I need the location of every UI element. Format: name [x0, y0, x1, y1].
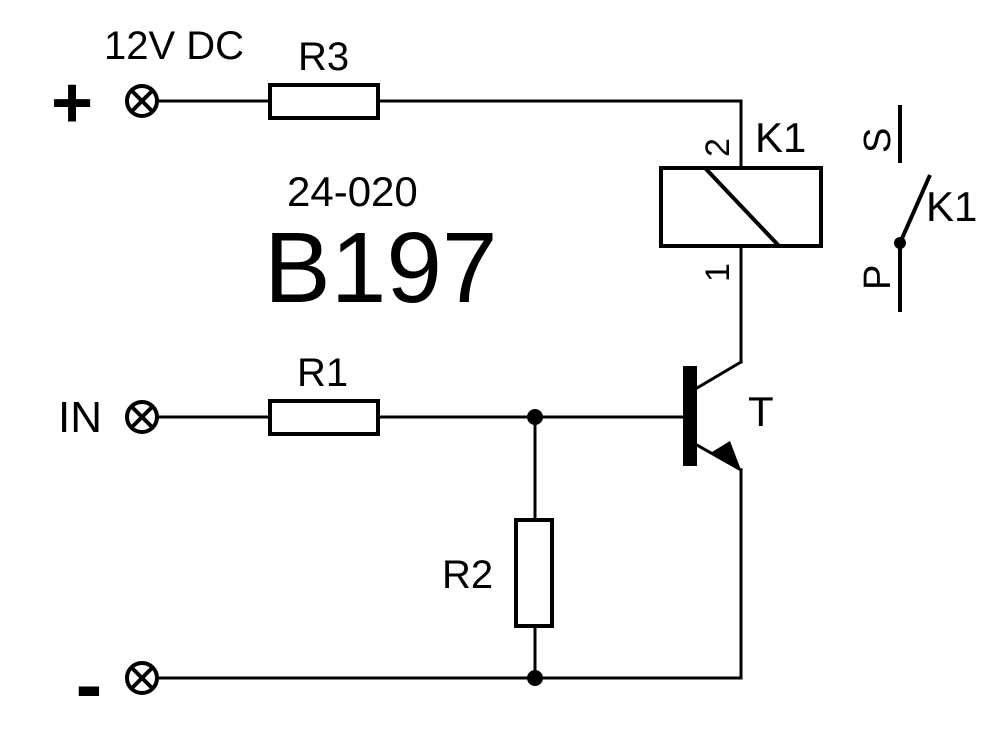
terminal-plus — [125, 84, 159, 118]
label-plus: + — [51, 63, 93, 143]
terminal-minus — [125, 661, 159, 695]
relay-coil-k1 — [659, 166, 823, 248]
label-transistor: T — [748, 388, 774, 435]
label-r1: R1 — [297, 351, 348, 395]
label-in: IN — [58, 393, 102, 442]
label-voltage: 12V DC — [104, 24, 244, 68]
transistor-emitter-lead — [694, 442, 744, 473]
label-contact: K1 — [926, 183, 977, 230]
module-code: 24-020 — [287, 168, 418, 215]
module-name: B197 — [264, 212, 498, 324]
transistor-collector-lead — [694, 359, 744, 391]
transistor-base-bar — [683, 366, 697, 466]
label-r3: R3 — [298, 35, 349, 79]
label-minus: - — [76, 640, 103, 729]
resistor-r3 — [268, 83, 380, 120]
label-relay: K1 — [755, 114, 806, 161]
label-relay-pin-2: 2 — [699, 138, 737, 157]
junction-dot-ground — [527, 670, 543, 686]
label-contact-p: P — [857, 265, 899, 290]
label-relay-pin-1: 1 — [699, 263, 737, 282]
junction-dot-base — [527, 409, 543, 425]
terminal-in — [125, 400, 159, 434]
label-r2: R2 — [442, 553, 493, 597]
relay-contact-k1 — [894, 105, 932, 312]
label-contact-s: S — [857, 128, 899, 153]
transistor-emitter-arrow — [712, 441, 741, 470]
transistor-t — [683, 366, 741, 470]
resistor-r1 — [268, 399, 380, 436]
resistor-r2 — [514, 518, 554, 628]
